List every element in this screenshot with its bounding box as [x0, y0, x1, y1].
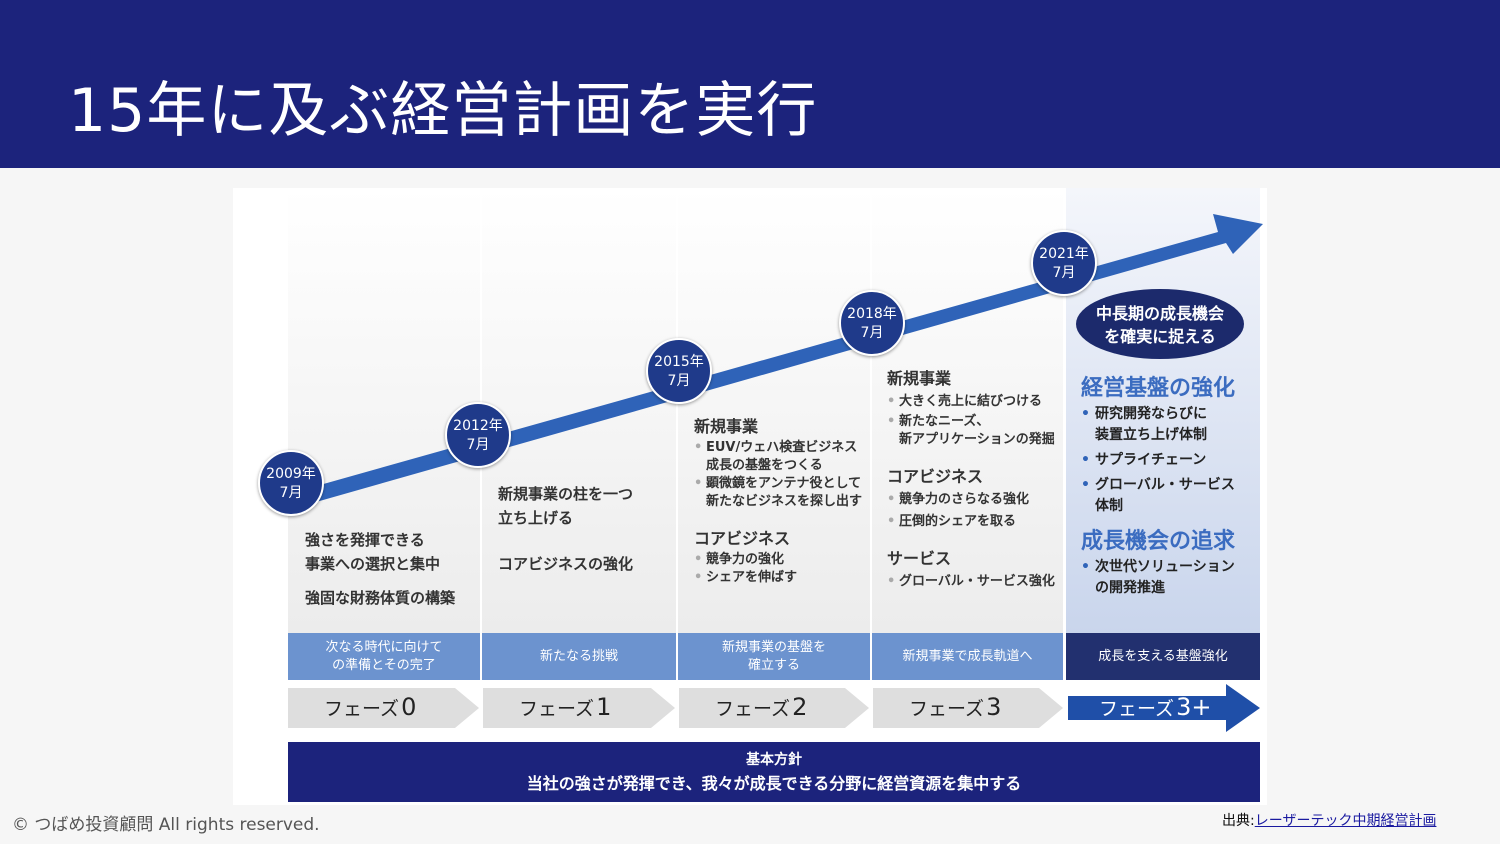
goal-oval: 中長期の成長機会を確実に捉える	[1076, 289, 1244, 359]
growth-arrow	[288, 214, 1263, 508]
phase0-text: 強さを発揮できる事業への選択と集中強固な財務体質の構築	[305, 531, 456, 607]
phase3-text: 新規事業 大きく売上に結びつける 新たなニーズ、新アプリケーションの発掘 コアビ…	[887, 367, 1055, 593]
source-citation: 出典:レーザーテック中期経営計画	[1222, 813, 1437, 829]
source-link[interactable]: レーザーテック中期経営計画	[1254, 813, 1437, 829]
copyright: © つばめ投資顧問 All rights reserved.	[12, 815, 320, 835]
phase1-column	[482, 188, 676, 634]
phase0-band: 次なる時代に向けての準備とその完了	[288, 633, 480, 680]
header-bar	[0, 0, 1500, 168]
phase3plus-band: 成長を支える基盤強化	[1066, 633, 1260, 680]
page-title: 15年に及ぶ経営計画を実行	[68, 76, 818, 146]
phase0-column	[288, 188, 480, 634]
phase2-band: 新規事業の基盤を確立する	[678, 633, 870, 680]
phase-arrows	[288, 684, 1260, 732]
phase1-band: 新たなる挑戦	[482, 633, 676, 680]
phase1-text: 新規事業の柱を一つ立ち上げるコアビジネスの強化	[498, 485, 634, 573]
basic-policy-box: 基本方針 当社の強さが発揮でき、我々が成長できる分野に経営資源を集中する	[288, 742, 1260, 802]
phase3-band: 新規事業で成長軌道へ	[872, 633, 1063, 680]
